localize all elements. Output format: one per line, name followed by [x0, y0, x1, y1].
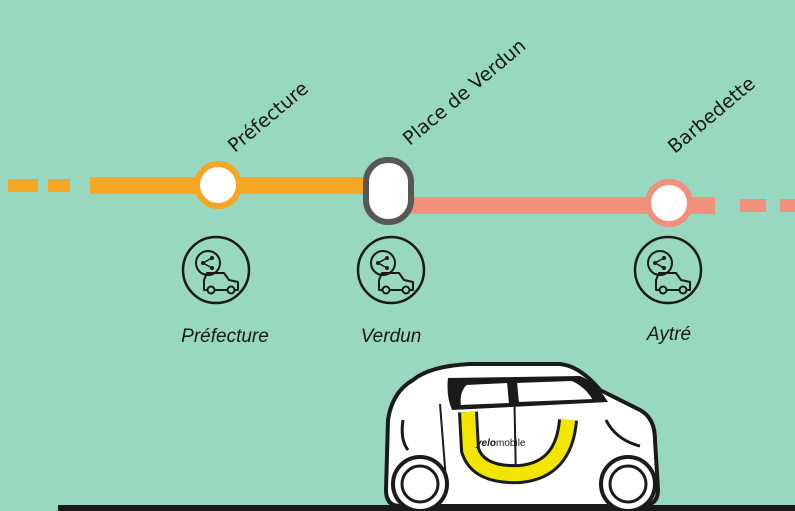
svg-text:yelomobile: yelomobile [475, 438, 526, 449]
stop-marker-barbedette [648, 182, 690, 224]
stop-marker-place-de-verdun [366, 160, 411, 222]
station-name-aytre: Aytré [647, 324, 691, 346]
station-name-verdun: Verdun [361, 326, 422, 348]
orange-line-segment [8, 177, 375, 194]
salmon-dash [740, 199, 766, 212]
electric-car-icon: yelomobile [386, 364, 658, 511]
station-name-prefecture: Préfecture [181, 326, 269, 348]
stop-marker-prefecture [197, 164, 239, 206]
carsharing-icon [183, 237, 249, 303]
car-brand-suffix: mobile [496, 438, 526, 449]
salmon-dash [780, 199, 795, 212]
carsharing-icon [635, 237, 701, 303]
orange-dash [48, 179, 70, 192]
orange-dash [8, 179, 38, 192]
salmon-line-segment [405, 197, 795, 214]
car-brand-prefix: yelo [475, 438, 496, 449]
carsharing-icon [358, 237, 424, 303]
